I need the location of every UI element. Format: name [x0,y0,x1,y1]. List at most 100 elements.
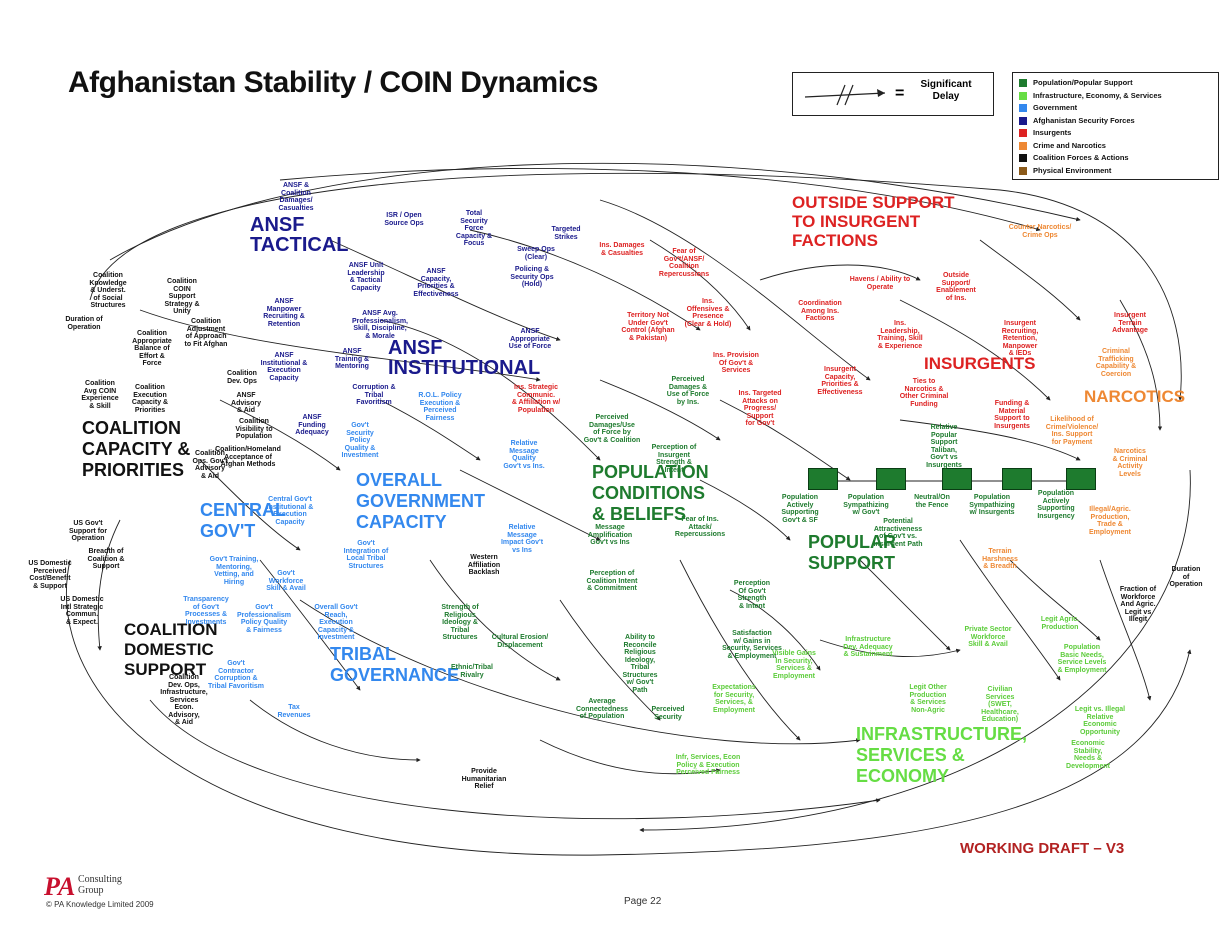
edge [219,399,341,471]
variable-node: Fear of Ins. Attack/ Repercussions [674,516,726,538]
edge [759,264,921,281]
variable-node: Ins. Offensives & Presence (Clear & Hold… [684,298,732,328]
edge [719,399,851,481]
working-draft-label: WORKING DRAFT – V3 [960,840,1125,857]
variable-node: Ins. Strategic Communic. & Affiliation w… [511,384,561,414]
variable-node: ANSF Funding Adequacy [295,414,329,436]
pa-logo-mark: PA [44,872,76,901]
variable-node: Breadth of Coalition & Support [87,548,125,570]
edge [599,199,871,381]
legend-item: Population/Popular Support [1019,77,1133,89]
variable-node: Funding & Material Support to Insurgents [994,400,1030,430]
edge [429,559,561,681]
edge [729,589,821,671]
variable-node: Cultural Erosion/ Displacement [491,634,549,649]
variable-node: Likelihood of Crime/Violence/ Ins. Suppo… [1045,416,1099,446]
variable-node: Potential Attractiveness of Gov't vs. In… [873,518,923,548]
variable-node: Coalition Knowledge & Underst. of Social… [89,272,127,309]
legend-label: Infrastructure, Economy, & Services [1033,90,1162,100]
variable-node: Duration of Operation [65,316,103,331]
variable-node: Targeted Strikes [551,226,581,241]
variable-node: Coalition Adjustment of Approach to Fit … [184,318,228,348]
variable-node: Policing & Security Ops (Hold) [510,266,554,288]
cluster-central-govt: CENTRAL GOV'T [200,500,286,541]
edge [899,299,1051,401]
legend-item: Physical Environment [1019,165,1111,177]
legend-item: Coalition Forces & Actions [1019,152,1129,164]
legend-swatch [1019,154,1027,163]
variable-node: Overall Gov't Reach, Execution Capacity … [314,604,358,641]
variable-node: Provide Humanitarian Relief [461,768,507,790]
variable-node: ANSF & Coalition Damages/ Casualties [278,182,314,212]
variable-node: ANSF Unit Leadership & Tactical Capacity [347,262,385,292]
variable-node: ANSF Avg. Professionalism, Skill, Discip… [351,310,409,340]
variable-node: Western Affiliation Backlash [467,554,501,576]
legend-swatch [1019,129,1027,138]
variable-node: Gov't Security Policy Quality & Investme… [341,422,379,459]
cluster-narcotics: NARCOTICS [1084,387,1186,406]
variable-node: Perceived Damages & Use of Force by Ins. [666,376,710,406]
variable-node: Relative Message Quality Gov't vs Ins. [503,440,545,470]
variable-node: Ins. Leadership, Training, Skill & Exper… [877,320,923,350]
variable-node: ANSF Capacity, Priorities & Effectivenes… [413,268,459,298]
legend-item: Crime and Narcotics [1019,140,1106,152]
legend-label: Insurgents [1033,128,1072,137]
cluster-popular-support: POPULAR SUPPORT [808,532,897,573]
edge [1099,559,1152,701]
edge [539,739,721,775]
page-number: Page 22 [624,896,662,907]
edge [979,239,1081,321]
cluster-ansf-institutional: ANSF INSTITUTIONAL [388,337,541,379]
variable-node: Infr, Services, Econ Policy & Execution … [675,754,741,776]
pa-logo-text: Consulting Group [78,874,122,896]
variable-node: Gov't Integration of Local Tribal Struct… [343,540,389,570]
variable-node: Satisfaction w/ Gains in Security, Servi… [722,630,782,660]
variable-node: Coalition COIN Support Strategy & Unity [164,278,200,315]
variable-node: ISR / Open Source Ops [384,212,424,227]
edge [639,469,1191,833]
edge [469,229,701,331]
edge [679,559,801,741]
legend-label: Coalition Forces & Actions [1033,153,1129,162]
legend-label: Population/Popular Support [1033,78,1133,87]
edge [329,239,561,341]
variable-node: Ins. Targeted Attacks on Progress/ Suppo… [738,390,782,427]
variable-node: Havens / Ability to Operate [849,276,911,291]
cluster-overall-government: OVERALL GOVERNMENT CAPACITY [356,470,486,532]
variable-node: Message Amplification Gov't vs Ins [587,524,633,546]
legend-item: Infrastructure, Economy, & Services [1019,90,1162,102]
variable-node: Outside Support/ Enablement of Ins. [936,272,976,302]
edge [859,559,951,651]
cluster-coalition-capacity: COALITION CAPACITY & PRIORITIES [82,418,191,480]
variable-node: Perception of Coalition Intent & Commitm… [586,570,638,592]
legend-swatch [1019,141,1027,150]
variable-node: ANSF Advisory & Aid [231,392,261,414]
variable-node: Counter Narcotics/ Crime Ops [1008,224,1072,239]
edge [139,309,541,382]
variable-node: Ins. Damages & Casualties [599,242,645,257]
stock-box-active-govt [808,468,838,490]
stock-box-sympathizing-ins [1002,468,1032,490]
variable-node: Private Sector Workforce Skill & Avail [964,626,1012,648]
variable-node: Coalition/Homeland Acceptance of Afghan … [215,446,281,468]
edge [259,559,361,691]
variable-node: Population Sympathizing w/ Gov't [843,494,889,516]
variable-node: Tax Revenues [277,704,311,719]
variable-node: Average Connectedness of Population [575,698,629,720]
edge [89,172,1183,401]
cluster-outside-support: OUTSIDE SUPPORT TO INSURGENT FACTIONS [792,193,955,250]
variable-node: Relative Popular Support Taliban, Gov't … [926,424,962,469]
stock-box-sympathizing-govt [876,468,906,490]
variable-node: Coalition Dev. Ops [227,370,257,385]
variable-node: Narcotics & Criminal Activity Levels [1112,448,1148,478]
variable-node: Expectations for Security, Services, & E… [712,684,756,714]
variable-node: Civilian Services (SWET, Healthcare, Edu… [981,686,1019,723]
variable-node: Legit Agric. Production [1040,616,1080,631]
variable-node: US Gov't Support for Operation [68,520,108,542]
legend-item: Insurgents [1019,127,1071,139]
legend-swatch [1019,79,1027,88]
variable-node: Coalition Appropriate Balance of Effort … [132,330,172,367]
variable-node: Infrastructure Dev. Adequacy & Sustainme… [843,636,893,658]
